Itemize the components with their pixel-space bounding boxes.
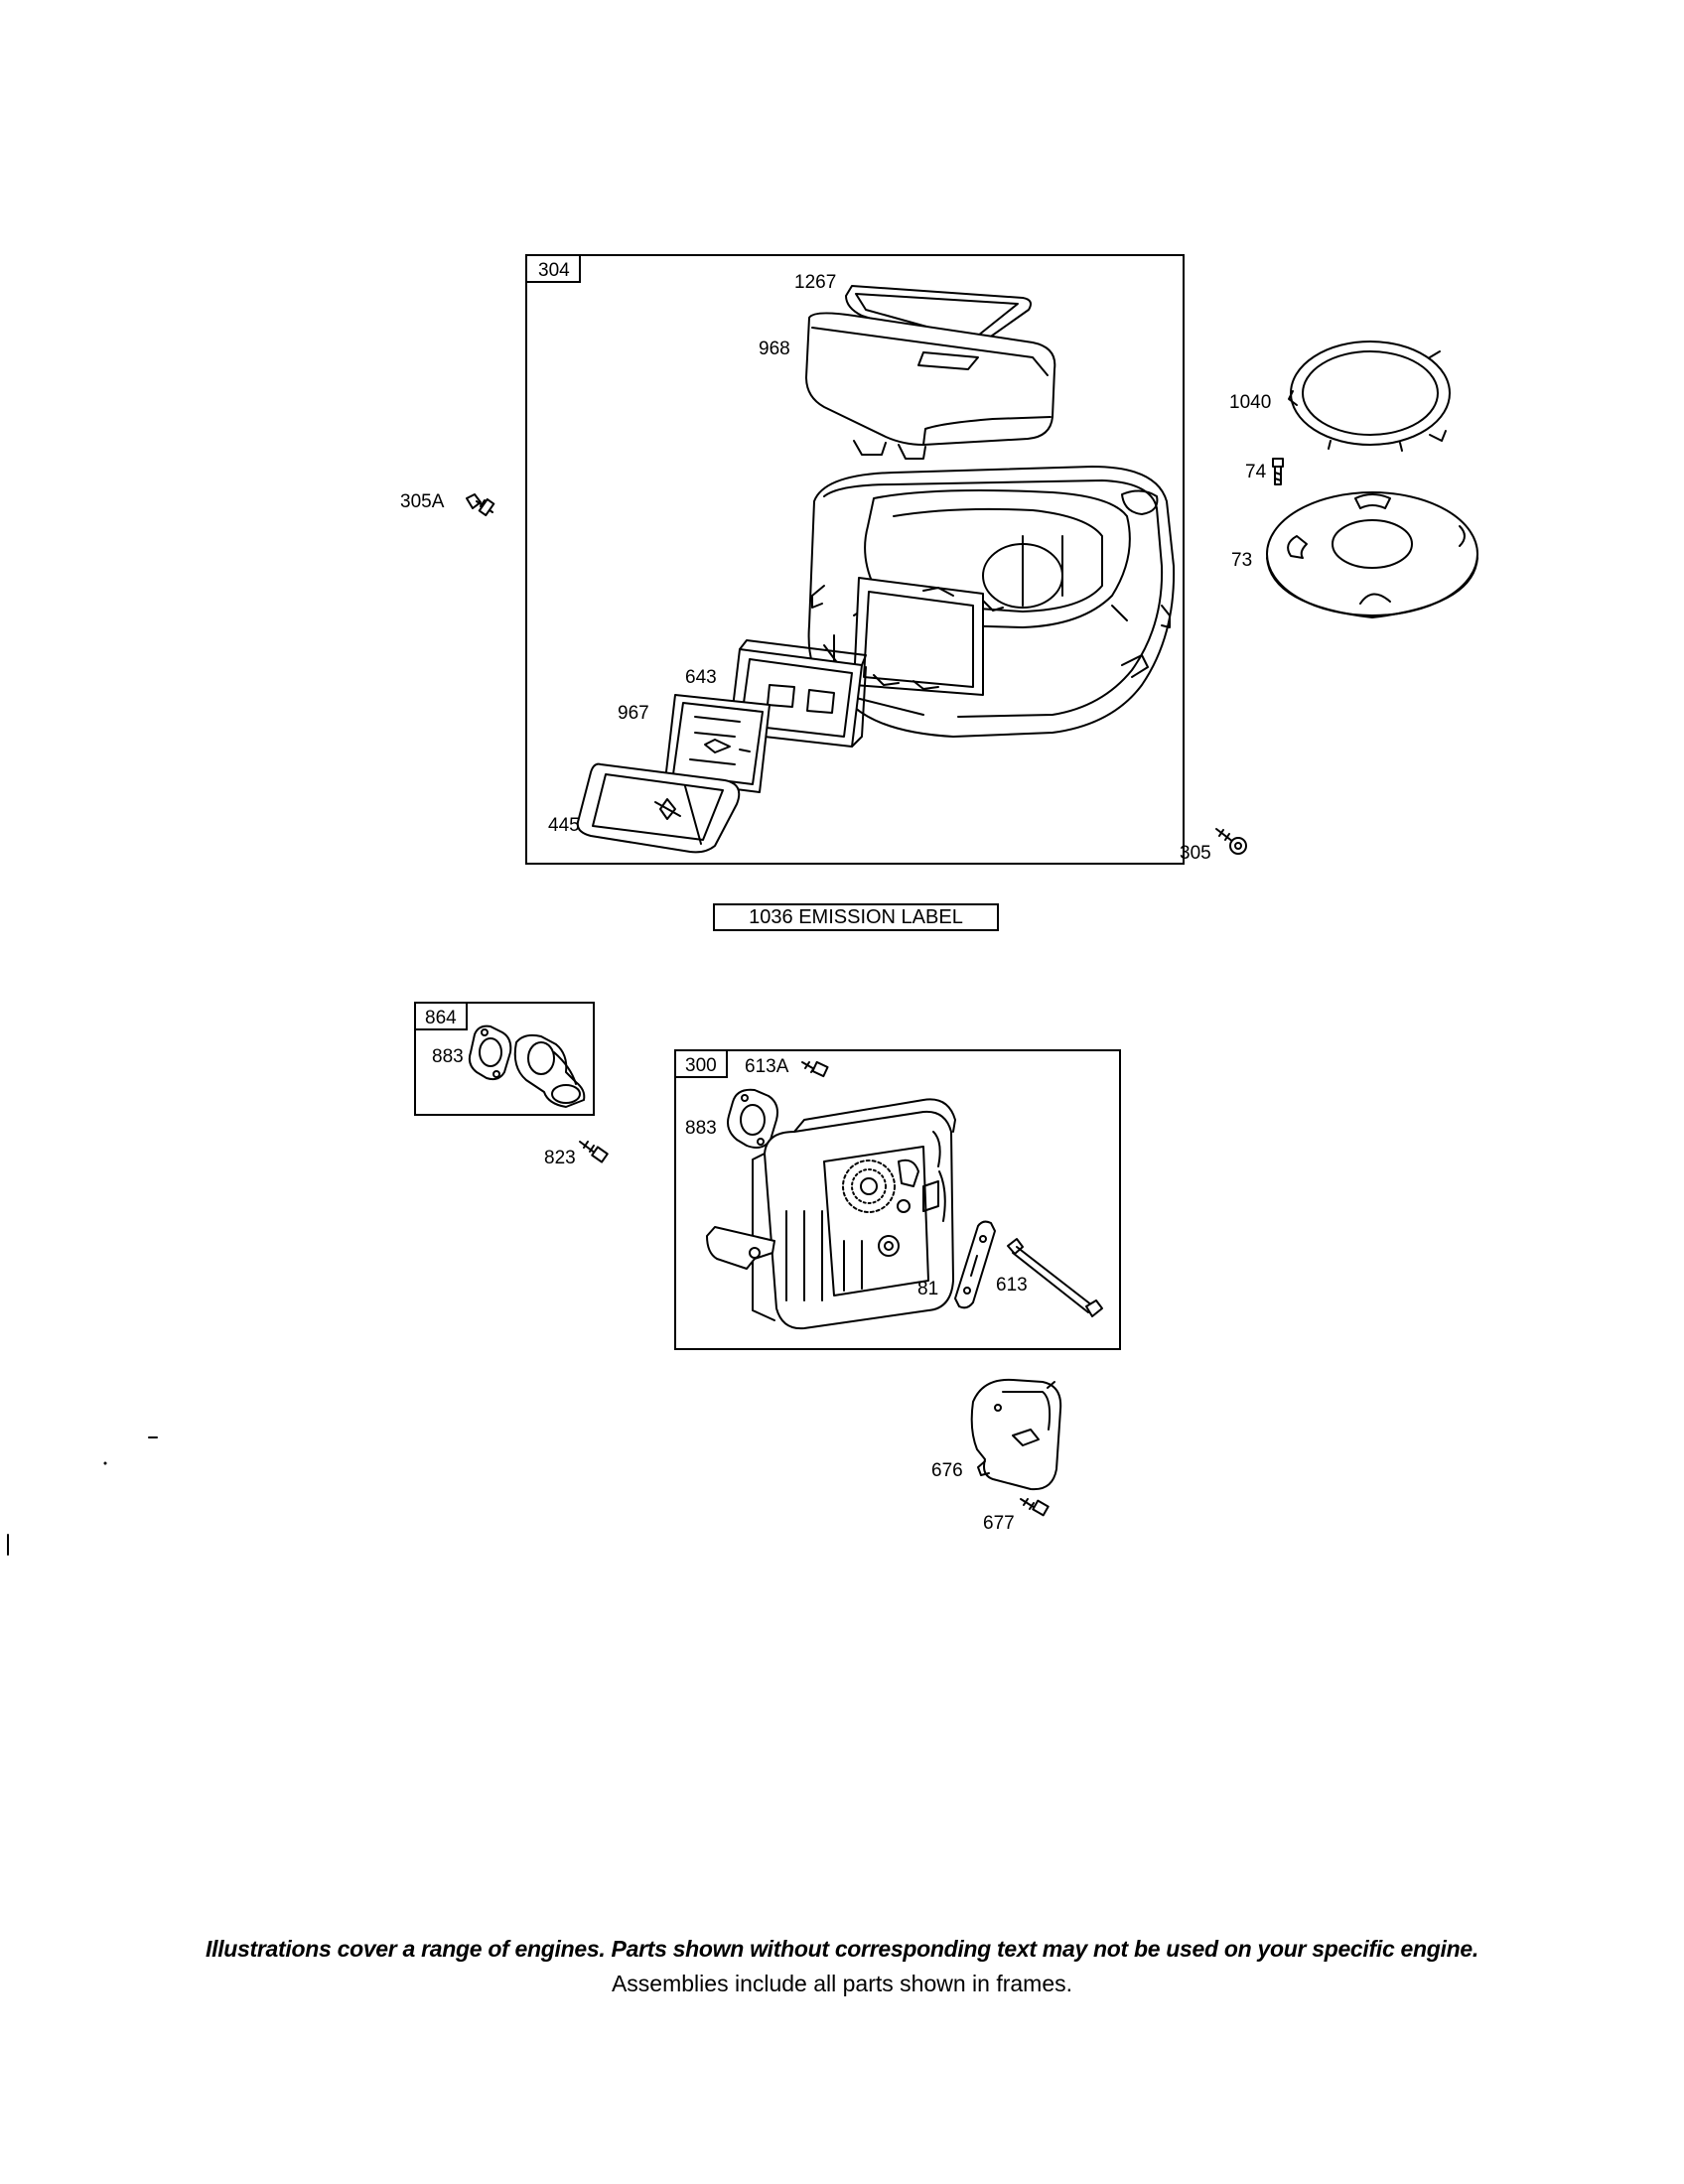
callout-74: 74 [1245,462,1267,482]
callout-81: 81 [917,1279,938,1299]
callout-1267: 1267 [794,272,836,293]
frame-864-tag [414,1002,468,1030]
callout-1040: 1040 [1229,392,1271,413]
callout-305: 305 [1180,843,1211,864]
callout-883-b: 883 [685,1118,717,1139]
part-883-gasket-b [727,1088,778,1149]
part-base-intake-opening [823,577,984,696]
callout-823: 823 [544,1148,576,1168]
callout-73: 73 [1231,550,1252,571]
callout-676: 676 [931,1460,963,1481]
part-74-bolt [1272,458,1284,485]
frame-300 [674,1049,1121,1350]
part-445-filter [576,762,741,854]
frame-864-label: 864 [425,1008,457,1028]
part-883-gasket-a [468,1024,512,1081]
frame-864 [414,1002,595,1116]
frame-304-label: 304 [538,260,570,281]
part-muffler-outlet-screen [842,1160,896,1213]
callout-613A: 613A [745,1056,789,1077]
part-676-deflector [970,1378,1062,1491]
part-intake-elbow [513,1033,586,1108]
part-613-bolt [1007,1238,1103,1317]
part-81-lockplate [954,1220,996,1309]
callout-613: 613 [996,1275,1028,1296]
callout-968: 968 [759,339,790,359]
scan-marks [7,1436,158,1556]
part-305A-screw [466,493,495,517]
frame-304-tag [525,254,581,283]
callout-305A: 305A [400,491,445,512]
disclaimer-line-2: Assemblies include all parts shown in fr… [611,1971,1073,1996]
frame-300-tag [674,1049,728,1078]
part-305-screw [1215,828,1247,855]
part-1040-ring [1288,341,1451,452]
frame-304 [525,254,1185,865]
callout-445: 445 [548,815,580,836]
disclaimer-line-1: Illustrations cover a range of engines. … [206,1936,1478,1962]
part-968-filter [805,312,1056,460]
part-613A-screw [801,1060,829,1078]
emission-label-box: 1036 EMISSION LABEL [713,903,999,931]
callout-643: 643 [685,667,717,688]
callout-677: 677 [983,1513,1015,1534]
part-muffler-bracket [706,1226,775,1270]
part-823-screw [579,1141,609,1163]
part-967-filter-element [664,694,771,793]
callout-967: 967 [618,703,649,724]
callout-883-a: 883 [432,1046,464,1067]
part-677-screw [1020,1498,1050,1517]
frame-300-label: 300 [685,1055,717,1076]
part-73-cover [1266,491,1478,618]
part-muffler [752,1098,956,1330]
